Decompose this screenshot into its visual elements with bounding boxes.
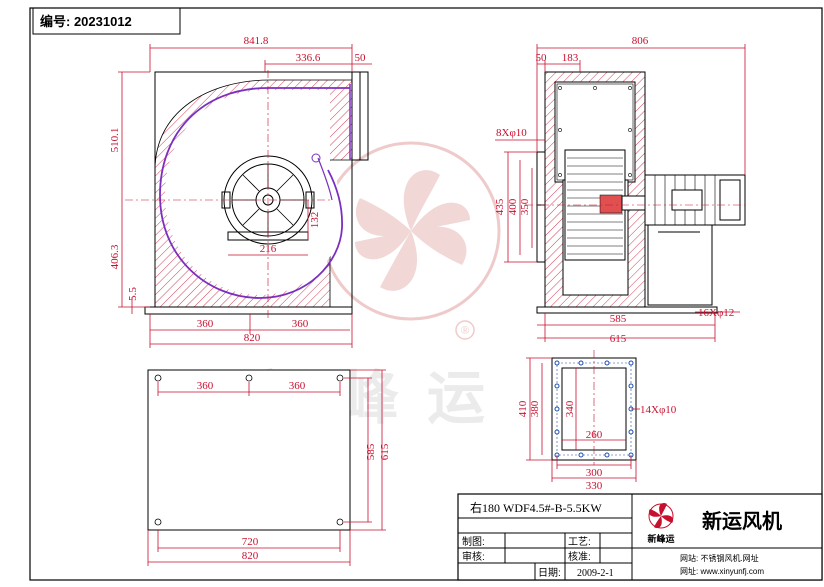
plan-view: 360 360 585 615 720 820 bbox=[147, 369, 391, 566]
dim-plan-h-outer: 615 bbox=[379, 443, 391, 460]
drawing-number: 编号: 20231012 bbox=[40, 14, 132, 29]
dim-flange-w-mid: 300 bbox=[586, 467, 603, 479]
sheet-border bbox=[29, 7, 823, 581]
dim-flange-h-mid: 380 bbox=[529, 400, 541, 417]
dim-flange-h-outer: 410 bbox=[517, 400, 529, 417]
dim-side-outlet: 183 bbox=[562, 52, 579, 64]
company-logo-icon bbox=[648, 503, 674, 529]
label-draw: 制图: bbox=[462, 535, 485, 548]
website-line-1: 网站: 不锈钢风机.网址 bbox=[680, 553, 759, 563]
dim-motor-hub: 216 bbox=[260, 243, 277, 255]
logo-text: 新峰运 bbox=[647, 533, 675, 544]
flange-view: 410 380 340 14Xφ10 260 300 330 bbox=[517, 350, 677, 492]
drawing-number-box bbox=[32, 7, 181, 35]
dim-front-height: 510.1 bbox=[109, 128, 121, 153]
dim-flange-h-inner: 340 bbox=[564, 400, 576, 417]
front-view: 841.8 336.6 50 510.1 406.3 5.5 216 132 3… bbox=[109, 35, 372, 348]
dim-side-h2: 400 bbox=[507, 198, 519, 215]
dim-flange-bolts: 14Xφ10 bbox=[640, 404, 677, 416]
dim-side-flange: 50 bbox=[536, 52, 548, 64]
dim-side-base-inner: 585 bbox=[610, 313, 627, 325]
dim-plan-w-outer: 820 bbox=[242, 550, 259, 562]
dim-side-h3: 350 bbox=[519, 198, 531, 215]
dim-shaft: 132 bbox=[309, 212, 321, 229]
title-block: 右180 WDF4.5#-B-5.5KW 制图: 工艺: 审核: 核准: 日期:… bbox=[457, 493, 823, 581]
dim-base-total: 820 bbox=[244, 332, 261, 344]
label-process: 工艺: bbox=[568, 536, 591, 548]
dim-side-total: 806 bbox=[632, 35, 649, 47]
label-date: 日期: bbox=[538, 567, 561, 579]
dim-side-base-outer: 615 bbox=[610, 333, 627, 345]
dim-front-lower: 406.3 bbox=[109, 244, 121, 269]
dim-front-outlet: 336.6 bbox=[296, 52, 321, 64]
dim-base-right: 360 bbox=[292, 318, 309, 330]
side-view: 806 50 183 8Xφ10 435 400 350 16Xφ12 585 … bbox=[494, 35, 746, 345]
watermark-registered: ® bbox=[460, 323, 469, 337]
dim-side-base-bolts: 16Xφ12 bbox=[698, 307, 734, 319]
dim-plan-left: 360 bbox=[197, 380, 214, 392]
website-line-2: 网址: www.xinyunfj.com bbox=[680, 566, 764, 576]
dim-flange-w-inner: 260 bbox=[586, 429, 603, 441]
dim-side-bolts: 8Xφ10 bbox=[496, 127, 527, 139]
dim-flange-w-outer: 330 bbox=[586, 480, 603, 492]
label-check: 核准: bbox=[568, 550, 591, 563]
company-name: 新运风机 bbox=[702, 509, 782, 533]
dim-front-flange: 50 bbox=[355, 52, 367, 64]
model-text: 右180 WDF4.5#-B-5.5KW bbox=[470, 500, 602, 515]
dim-plan-right: 360 bbox=[289, 380, 306, 392]
dim-front-width: 841.8 bbox=[244, 35, 269, 47]
label-review: 审核: bbox=[462, 550, 485, 563]
dim-front-base: 5.5 bbox=[127, 287, 139, 301]
dim-plan-h-inner: 585 bbox=[365, 443, 377, 460]
date-value: 2009-2-1 bbox=[577, 568, 614, 579]
dim-base-left: 360 bbox=[197, 318, 214, 330]
dim-plan-w-inner: 720 bbox=[242, 536, 259, 548]
dim-side-h1: 435 bbox=[494, 198, 506, 215]
